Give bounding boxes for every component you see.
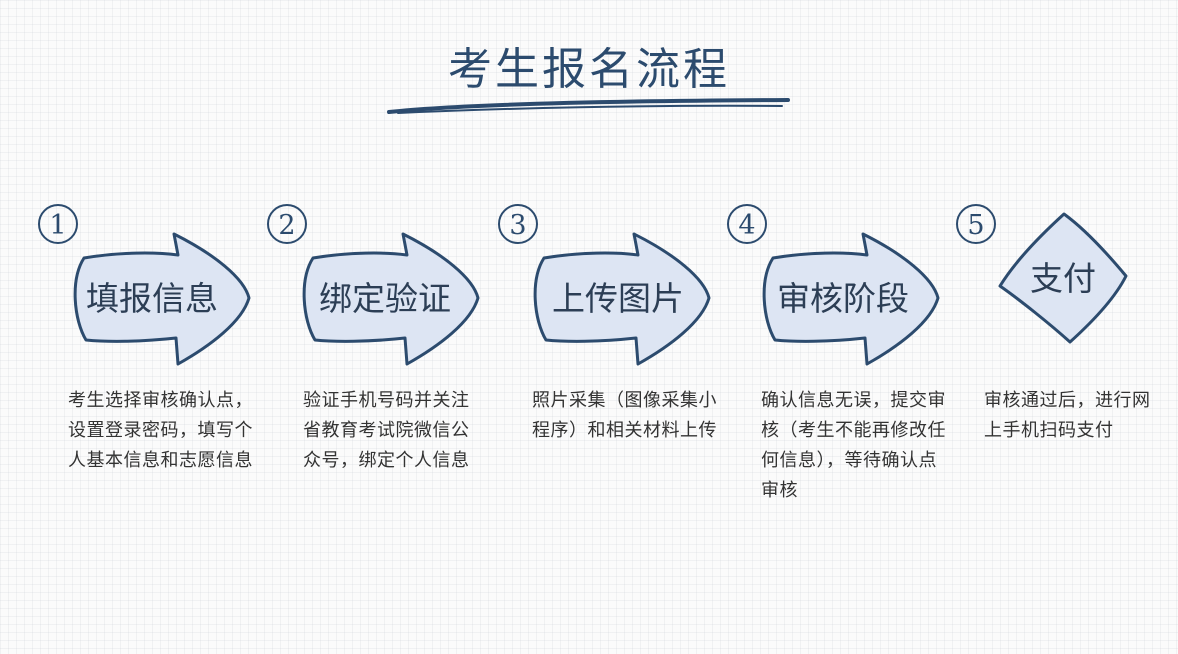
step-desc-4: 确认信息无误，提交审核（考生不能再修改任何信息），等待确认点审核: [761, 390, 946, 501]
step-desc-5: 审核通过后，进行网上手机扫码支付: [984, 390, 1151, 441]
step-number-1: 1: [38, 204, 78, 244]
arrow-shape-1: [73, 232, 251, 366]
arrow-shape-2: [302, 232, 480, 366]
step-desc-1: 考生选择审核确认点，设置登录密码，填写个人基本信息和志愿信息: [68, 390, 253, 471]
step-label-5: 支付: [1030, 259, 1096, 298]
step-4: 4 审核阶段 确认信息无误，提交审核（考生不能再修改任何信息），等待确认点审核: [727, 200, 957, 520]
step-number-2: 2: [267, 204, 307, 244]
step-number-3: 3: [498, 204, 538, 244]
step-5: 5 支付 审核通过后，进行网上手机扫码支付: [956, 200, 1178, 520]
title-underline: [387, 98, 790, 114]
diamond-shape-5: [998, 212, 1128, 344]
step-desc-3: 照片采集（图像采集小程序）和相关材料上传: [532, 390, 717, 441]
page-title: 考生报名流程: [448, 44, 730, 95]
step-label-1: 填报信息: [86, 279, 218, 318]
step-3: 3 上传图片 照片采集（图像采集小程序）和相关材料上传: [498, 200, 728, 520]
step-2: 2 绑定验证 验证手机号码并关注省教育考试院微信公众号，绑定个人信息: [267, 200, 497, 520]
step-1: 1 填报信息 考生选择审核确认点，设置登录密码，填写个人基本信息和志愿信息: [38, 200, 268, 520]
step-label-3: 上传图片: [552, 279, 684, 318]
step-label-2: 绑定验证: [319, 279, 451, 318]
step-number-4: 4: [727, 204, 767, 244]
step-label-4: 审核阶段: [777, 279, 909, 318]
arrow-shape-3: [533, 232, 711, 366]
step-desc-2: 验证手机号码并关注省教育考试院微信公众号，绑定个人信息: [303, 390, 470, 471]
step-number-5: 5: [956, 204, 996, 244]
arrow-shape-4: [762, 232, 940, 366]
